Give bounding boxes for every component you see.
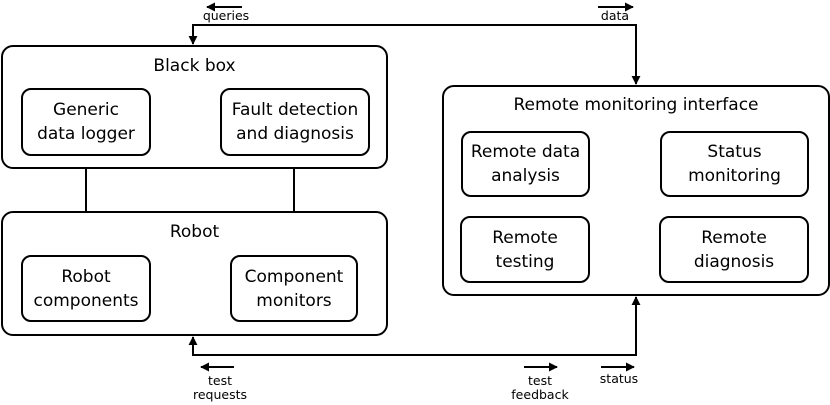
robot-title: Robot <box>169 222 220 242</box>
fault-detection-label: Fault detection and diagnosis <box>231 100 359 144</box>
remote-testing-label: Remote testing <box>492 227 558 272</box>
robot-components-block: Robot components <box>21 255 151 322</box>
component-monitors-label: Component monitors <box>244 266 344 311</box>
queries-label: queries <box>202 8 250 23</box>
generic-data-logger-label: Generic data logger <box>37 100 135 144</box>
black-box-title: Black box <box>153 56 236 76</box>
remote-data-analysis-label: Remote data analysis <box>470 142 581 186</box>
remote-diagnosis-block: Remote diagnosis <box>659 216 809 283</box>
bottom-bus-connector <box>188 296 641 356</box>
status-monitoring-label: Status monitoring <box>688 142 781 186</box>
remote-diagnosis-label: Remote diagnosis <box>693 227 775 272</box>
status-monitoring-block: Status monitoring <box>660 131 809 197</box>
top-bus-connector <box>188 24 641 85</box>
remote-testing-block: Remote testing <box>460 216 590 283</box>
remote-data-analysis-block: Remote data analysis <box>461 131 590 197</box>
robot-components-label: Robot components <box>33 266 139 311</box>
fault-detection-block: Fault detection and diagnosis <box>220 88 370 156</box>
remote-interface-title: Remote monitoring interface <box>513 95 759 115</box>
data-label: data <box>600 8 630 23</box>
test-feedback-label: test feedback <box>511 373 569 402</box>
generic-data-logger-block: Generic data logger <box>21 88 151 156</box>
test-requests-label: test requests <box>192 373 248 402</box>
status-label: status <box>599 371 639 386</box>
component-monitors-block: Component monitors <box>230 255 358 322</box>
